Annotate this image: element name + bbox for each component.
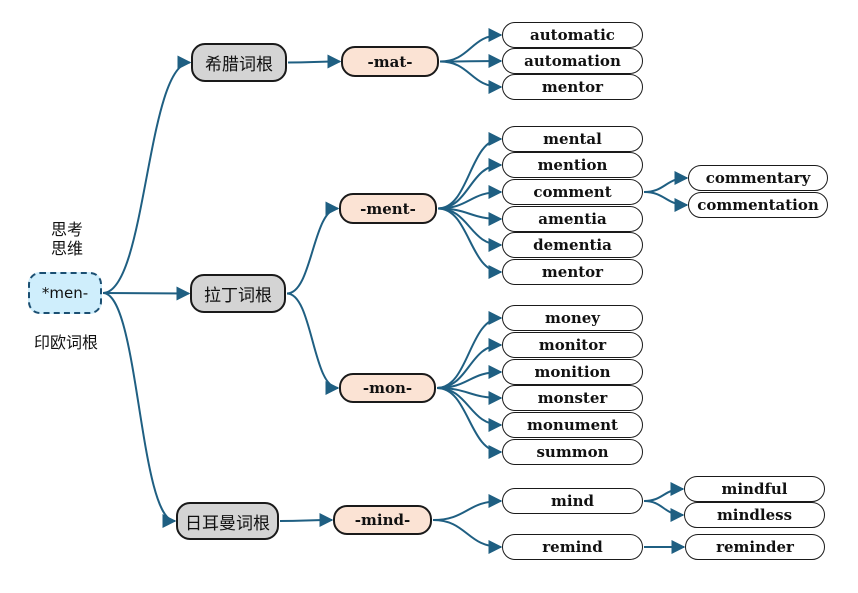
word-node: automation xyxy=(502,48,643,74)
connector-arrow xyxy=(437,132,503,210)
morpheme-node-mind: -mind- xyxy=(333,505,432,535)
word-node: mindless xyxy=(684,502,825,528)
word-node: monition xyxy=(502,359,643,385)
connector-arrow xyxy=(439,28,503,63)
word-node: monument xyxy=(502,412,643,438)
connector-arrow xyxy=(439,60,503,94)
connector-arrow xyxy=(643,171,689,193)
word-node: monitor xyxy=(502,332,643,358)
connector-arrow xyxy=(102,286,191,301)
connector-arrow xyxy=(437,207,503,279)
family-node-germanic: 日耳曼词根 xyxy=(176,502,279,540)
connector-arrow xyxy=(279,513,334,528)
connector-arrow xyxy=(432,494,503,521)
connector-arrow xyxy=(432,519,503,554)
connector-arrow xyxy=(643,482,685,502)
word-node: mention xyxy=(502,152,643,178)
morpheme-node-mon: -mon- xyxy=(339,373,436,403)
root-node: *men- xyxy=(28,272,102,314)
connector-arrow xyxy=(436,311,503,389)
word-node: mind xyxy=(502,488,643,514)
word-node: mentor xyxy=(502,74,643,100)
word-node: remind xyxy=(502,534,643,560)
connector-arrow xyxy=(643,191,689,212)
connector-arrow xyxy=(436,387,503,459)
word-node: reminder xyxy=(685,534,825,560)
morpheme-node-mat: -mat- xyxy=(341,46,439,77)
root-meaning-line2: 思维 xyxy=(50,239,83,258)
root-meaning-note: 思考 思维 xyxy=(46,220,88,258)
connector-arrow xyxy=(643,500,685,522)
family-node-greek: 希腊词根 xyxy=(191,43,287,82)
word-node: commentation xyxy=(688,192,828,218)
word-node: comment xyxy=(502,179,643,205)
word-node: automatic xyxy=(502,22,643,48)
word-node: dementia xyxy=(502,232,643,258)
connector-arrow xyxy=(286,201,340,295)
word-node: amentia xyxy=(502,206,643,232)
word-node: mental xyxy=(502,126,643,152)
word-node: money xyxy=(502,305,643,331)
morpheme-node-ment: -ment- xyxy=(339,193,437,224)
root-meaning-line1: 思考 xyxy=(50,220,83,239)
connector-arrow xyxy=(287,54,342,69)
word-node: mindful xyxy=(684,476,825,502)
family-node-latin: 拉丁词根 xyxy=(190,274,286,313)
root-origin-note: 印欧词根 xyxy=(33,333,98,352)
word-node: mentor xyxy=(502,259,643,285)
word-node: monster xyxy=(502,385,643,411)
word-node: summon xyxy=(502,439,643,465)
connector-arrow xyxy=(286,292,340,395)
connector-arrow xyxy=(102,292,177,528)
connector-arrow xyxy=(102,55,192,294)
word-node: commentary xyxy=(688,165,828,191)
